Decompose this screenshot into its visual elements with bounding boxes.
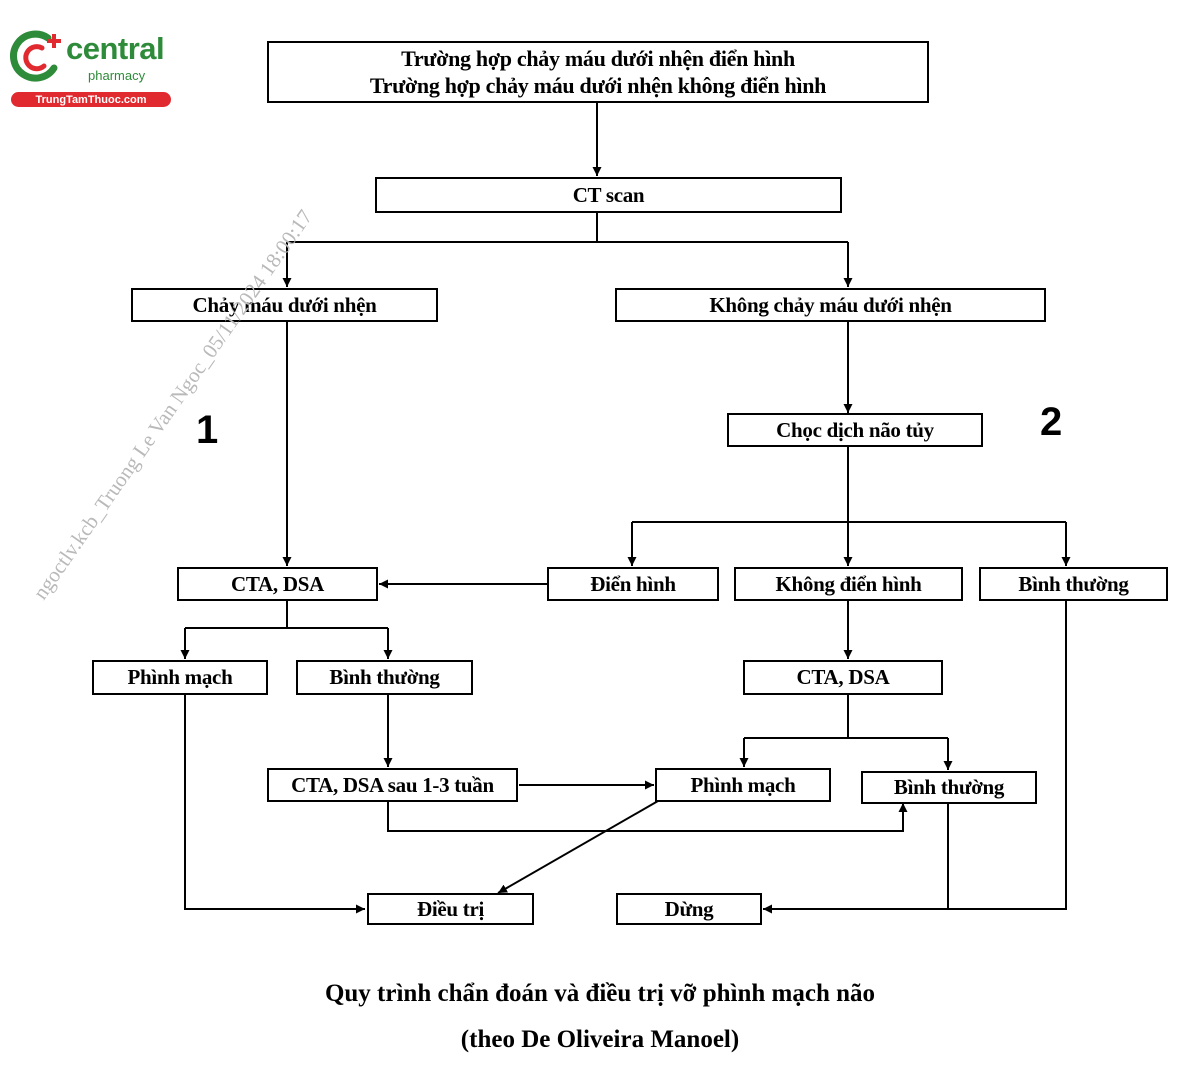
edge-cta2-split [744,694,948,739]
edge-later-to-normal [387,802,908,832]
figure-caption-title: Quy trình chẩn đoán và điều trị vỡ phình… [324,980,876,1007]
branch-number-1: 1 [196,408,219,452]
atypical-box: Không điển hình [734,567,963,601]
start-line-typical: Trường hợp chảy máu dưới nhện điển hình [401,45,795,71]
aneurysm-mid-box: Phình mạch [655,768,831,802]
figure-caption-source: (theo De Oliveira Manoel) [460,1026,740,1053]
no-sah-box: Không chảy máu dưới nhện [615,288,1046,322]
central-pharmacy-logo: central pharmacy TrungTamThuoc.com [8,28,173,110]
edge-normal-to-stop [763,600,1067,909]
lumbar-puncture-box: Chọc dịch não tủy [727,413,983,447]
typical-box: Điển hình [547,567,719,601]
start-line-atypical: Trường hợp chảy máu dưới nhện không điển… [369,73,827,98]
cta-dsa-left-box: CTA, DSA [177,567,378,601]
branch-number-2: 2 [1040,400,1063,444]
aneurysm-left-box: Phình mạch [92,660,268,695]
normal-right-box: Bình thường [979,567,1168,601]
edge-ct-split [287,212,848,243]
edge-aneurysm-to-treatment [184,694,365,914]
edge-cta-split [185,600,388,629]
logo-mark-icon [10,30,61,82]
start-box: Trường hợp chảy máu dưới nhện điển hình … [267,41,929,103]
ct-scan-box: CT scan [375,177,842,213]
cta-dsa-right-box: CTA, DSA [743,660,943,695]
treatment-box: Điều trị [367,893,534,925]
logo-subtitle: pharmacy [88,68,146,83]
logo-site-badge: TrungTamThuoc.com [11,92,171,107]
sah-box: Chảy máu dưới nhện [131,288,438,322]
stop-box: Dừng [616,893,762,925]
normal-left-box: Bình thường [296,660,473,695]
edge-lumbar-split [632,446,1066,523]
cta-dsa-later-box: CTA, DSA sau 1-3 tuần [267,768,518,802]
edge-aneurysm-to-treatment-diag [497,800,659,894]
normal-mid-box: Bình thường [861,771,1037,804]
logo-wordmark: central [66,31,165,66]
